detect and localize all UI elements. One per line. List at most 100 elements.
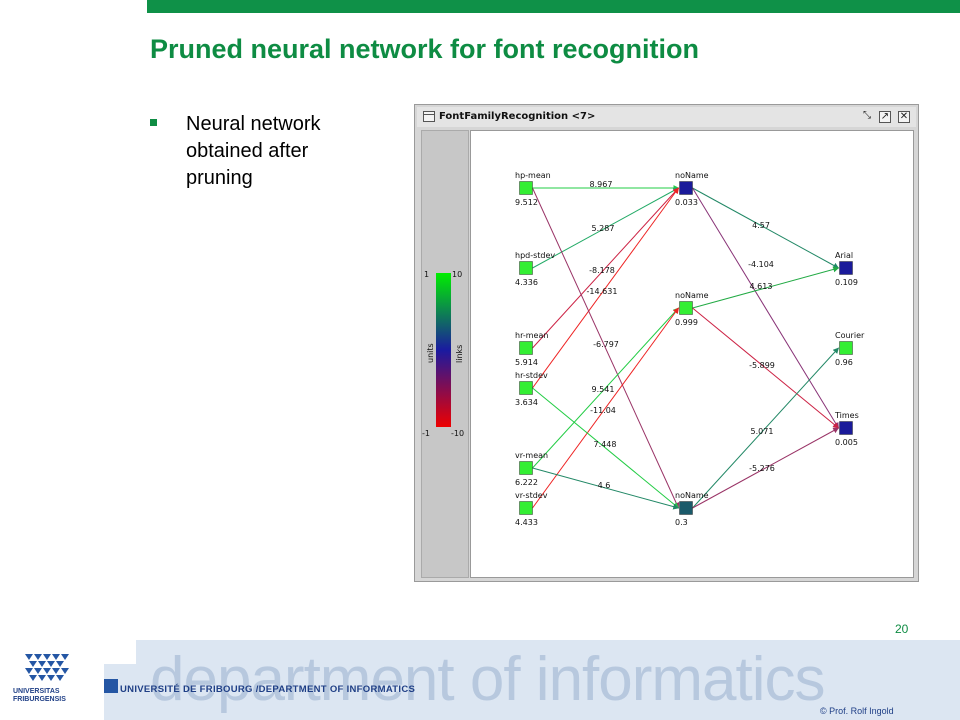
node-square (679, 301, 693, 315)
copyright-text: © Prof. Rolf Ingold (820, 706, 894, 716)
network-svg: 8.9675.287-8.178-14.631-6.7979.541-11.04… (515, 171, 865, 527)
node-label: hpd-stdev (515, 251, 555, 260)
link-weight-label: 4.613 (750, 282, 773, 291)
slide-title: Pruned neural network for font recogniti… (150, 34, 700, 64)
network-node-i4[interactable]: hr-stdev 3.634 (515, 371, 548, 407)
node-square (839, 341, 853, 355)
legend-units-label: units (426, 343, 435, 363)
network-link-i2-h1 (532, 187, 680, 269)
bullet-square-icon (150, 119, 157, 126)
network-link-i4-h3 (532, 387, 680, 509)
node-value: 0.109 (835, 278, 858, 287)
link-weight-label: 4.57 (752, 221, 770, 230)
node-value: 9.512 (515, 198, 538, 207)
network-link-h1-o3 (692, 187, 839, 429)
network-node-h3[interactable]: noName 0.3 (675, 491, 709, 527)
network-node-h2[interactable]: noName 0.999 (675, 291, 709, 327)
node-label: hp-mean (515, 171, 551, 180)
link-weight-label: 5.071 (751, 427, 774, 436)
node-value: 0.3 (675, 518, 688, 527)
node-label: hr-stdev (515, 371, 548, 380)
link-weight-label: 9.541 (592, 385, 615, 394)
node-label: noName (675, 491, 709, 500)
link-weight-label: 7.448 (594, 440, 617, 449)
node-label: noName (675, 291, 709, 300)
node-square (519, 501, 533, 515)
link-weight-label: 4.6 (598, 481, 611, 490)
node-square (519, 381, 533, 395)
node-square (519, 461, 533, 475)
node-label: Arial (835, 251, 853, 260)
node-label: vr-stdev (515, 491, 548, 500)
maximize-icon[interactable]: ↗ (879, 111, 891, 123)
node-label: vr-mean (515, 451, 548, 460)
window-frame-icon (423, 111, 435, 122)
node-value: 0.999 (675, 318, 698, 327)
window-titlebar[interactable]: FontFamilyRecognition <7> ⤡ ↗ ✕ (417, 107, 916, 127)
legend-links-max: 10 (452, 270, 462, 279)
network-link-i3-h1 (532, 187, 680, 349)
node-value: 5.914 (515, 358, 538, 367)
legend-svg: 1 10 -1 -10 units links (422, 270, 464, 438)
window-title: FontFamilyRecognition <7> (439, 111, 596, 122)
footer-watermark: department of informatics (150, 645, 826, 714)
network-link-i4-h1 (532, 187, 679, 389)
link-weight-label: -5.276 (749, 464, 775, 473)
network-node-i2[interactable]: hpd-stdev 4.336 (515, 251, 555, 287)
network-node-h1[interactable]: noName 0.033 (675, 171, 709, 207)
node-square (679, 181, 693, 195)
link-weight-label: -6.797 (593, 340, 619, 349)
bullet-text: Neural network obtained after pruning (186, 113, 321, 189)
link-weight-label: -8.178 (589, 266, 615, 275)
node-value: 0.96 (835, 358, 853, 367)
close-icon[interactable]: ✕ (898, 111, 910, 123)
university-logo-icon (25, 654, 69, 681)
color-legend-panel: 1 10 -1 -10 units links (421, 130, 469, 578)
link-weight-label: 5.287 (592, 224, 615, 233)
minimize-icon[interactable]: ⤡ (863, 110, 871, 121)
network-link-h1-o1 (692, 187, 840, 269)
page-number: 20 (895, 622, 909, 636)
node-value: 3.634 (515, 398, 538, 407)
legend-links-min: -10 (451, 429, 464, 438)
legend-links-label: links (455, 345, 464, 363)
university-logo-text: UNIVERSITAS FRIBURGENSIS (13, 688, 66, 703)
node-square (519, 261, 533, 275)
legend-units-max: 1 (424, 270, 429, 279)
node-label: noName (675, 171, 709, 180)
node-square (679, 501, 693, 515)
network-link-h3-o2 (692, 347, 840, 509)
node-label: Courier (835, 331, 865, 340)
legend-units-min: -1 (422, 429, 430, 438)
node-value: 0.033 (675, 198, 698, 207)
node-square (519, 341, 533, 355)
network-link-i5-h2 (532, 307, 680, 469)
node-square (839, 421, 853, 435)
network-link-h2-o3 (692, 307, 840, 429)
network-node-i1[interactable]: hp-mean 9.512 (515, 171, 551, 207)
network-link-i1-h3 (532, 187, 680, 509)
network-node-i5[interactable]: vr-mean 6.222 (515, 451, 548, 487)
node-value: 0.005 (835, 438, 858, 447)
node-value: 6.222 (515, 478, 538, 487)
top-accent-bar (147, 0, 960, 13)
network-node-o3[interactable]: Times 0.005 (834, 411, 859, 447)
link-weight-label: -11.04 (590, 406, 616, 415)
network-node-o1[interactable]: Arial 0.109 (835, 251, 858, 287)
footer-square-icon (104, 679, 118, 693)
network-node-o2[interactable]: Courier 0.96 (835, 331, 865, 367)
network-node-i3[interactable]: hr-mean 5.914 (515, 331, 548, 367)
network-link-h3-o3 (692, 427, 840, 509)
network-link-i5-h3 (532, 467, 680, 510)
node-square (839, 261, 853, 275)
footer-band (136, 640, 960, 720)
link-weight-label: -4.104 (748, 260, 774, 269)
node-label: hr-mean (515, 331, 548, 340)
node-value: 4.336 (515, 278, 538, 287)
node-square (519, 181, 533, 195)
network-viewer-window: FontFamilyRecognition <7> ⤡ ↗ ✕ 1 10 -1 … (414, 104, 919, 582)
node-label: Times (834, 411, 859, 420)
link-weight-label: -14.631 (587, 287, 618, 296)
